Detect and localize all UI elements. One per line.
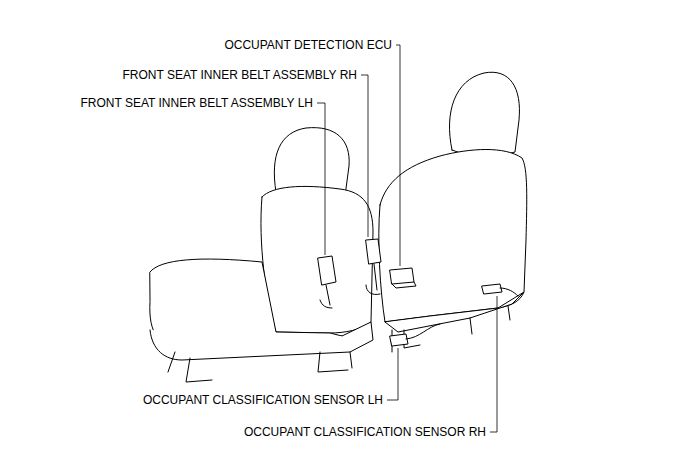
rh-seatback: [379, 150, 527, 323]
leader-line: [387, 348, 398, 400]
leader-line: [396, 45, 400, 266]
part-label: FRONT SEAT INNER BELT ASSEMBLY LH: [80, 96, 313, 110]
rh-headrest: [449, 72, 519, 156]
rh-belt-buckle: [366, 239, 381, 264]
part-label: FRONT SEAT INNER BELT ASSEMBLY RH: [122, 68, 357, 82]
lh-cushion-side: [150, 322, 373, 360]
leader-line: [490, 296, 497, 432]
leader-line: [361, 75, 368, 237]
lh-belt-buckle: [318, 256, 336, 285]
rh-belt-strap: [366, 264, 380, 295]
lh-seatback: [261, 186, 373, 333]
rh-rail: [392, 306, 510, 352]
rh-seat-base: [385, 292, 524, 332]
lh-belt-strap: [320, 285, 332, 308]
leader-line: [317, 103, 325, 255]
occupant-detection-ecu: [390, 268, 416, 288]
lh-classification-sensor: [390, 334, 408, 346]
part-label: OCCUPANT DETECTION ECU: [224, 38, 392, 52]
rh-classification-sensor: [482, 284, 502, 294]
lh-rail: [168, 352, 352, 382]
part-label: OCCUPANT CLASSIFICATION SENSOR RH: [244, 425, 486, 439]
sensor-harness: [406, 288, 518, 339]
part-label: OCCUPANT CLASSIFICATION SENSOR LH: [143, 393, 383, 407]
